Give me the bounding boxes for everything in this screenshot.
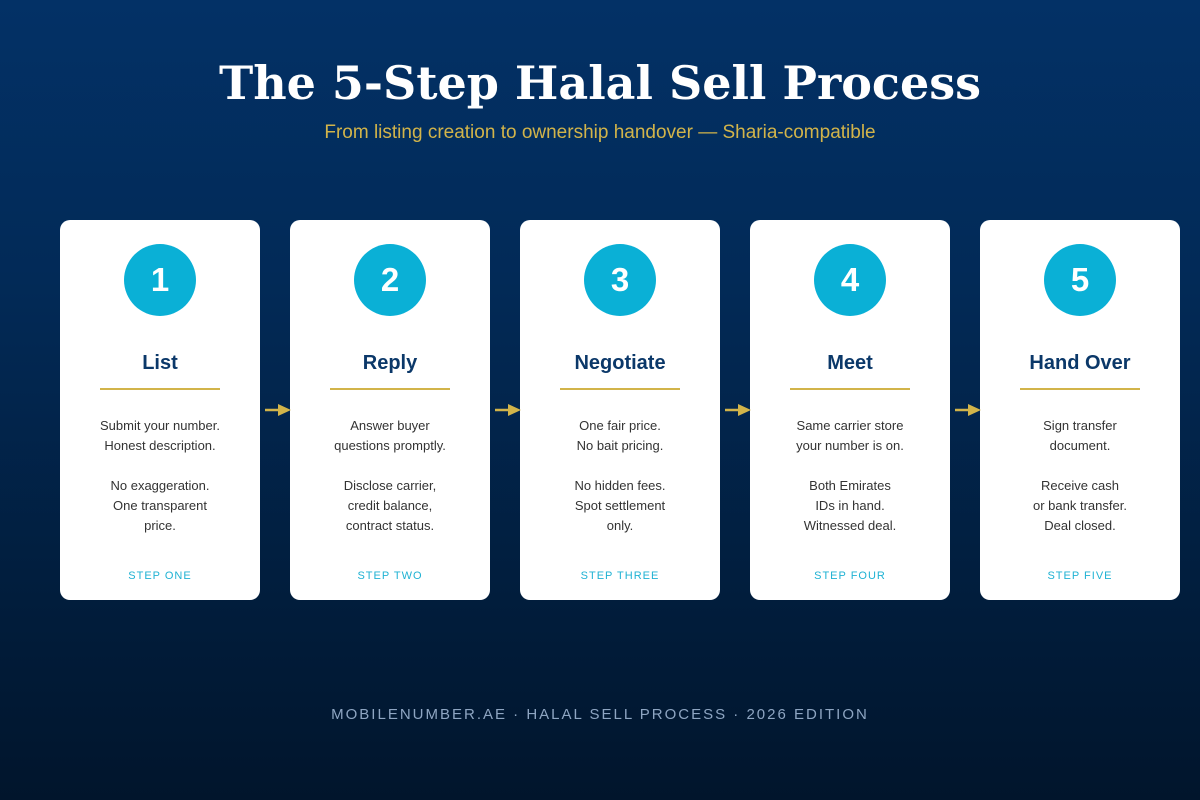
- step-description: Submit your number. Honest description. No…: [74, 416, 246, 536]
- title-divider: [100, 388, 220, 390]
- description-line: Spot settlement: [574, 498, 666, 513]
- step-number-badge: 5: [1044, 244, 1116, 316]
- step-number-badge: 3: [584, 244, 656, 316]
- step-label: STEP ONE: [128, 570, 192, 582]
- description-line: Receive cash: [1040, 478, 1120, 493]
- step-title: Hand Over: [1029, 352, 1131, 374]
- description-line: only.: [606, 518, 634, 533]
- description-line: Sign transfer: [1043, 418, 1117, 433]
- description-line: No bait pricing.: [576, 438, 664, 453]
- description-line: [534, 456, 706, 476]
- step-label: STEP FIVE: [1047, 570, 1113, 582]
- description-line: Honest description.: [104, 438, 216, 453]
- description-line: [74, 456, 246, 476]
- description-line: [764, 456, 936, 476]
- title-divider: [1020, 388, 1140, 390]
- description-line: document.: [1049, 438, 1111, 453]
- description-line: credit balance,: [347, 498, 433, 513]
- description-line: [994, 456, 1166, 476]
- arrow-right-icon: [495, 404, 521, 416]
- description-line: or bank transfer.: [1033, 498, 1127, 513]
- step-title: Meet: [827, 352, 873, 374]
- step-description: Same carrier store your number is on. Both…: [764, 416, 936, 536]
- description-line: Answer buyer: [350, 418, 430, 433]
- description-line: Same carrier store: [796, 418, 904, 433]
- title-divider: [790, 388, 910, 390]
- description-line: your number is on.: [796, 438, 904, 453]
- description-line: One transparent: [113, 498, 207, 513]
- arrow-right-icon: [265, 404, 291, 416]
- description-line: IDs in hand.: [815, 498, 885, 513]
- description-line: No hidden fees.: [574, 478, 666, 493]
- step-title: List: [142, 352, 178, 374]
- description-line: Witnessed deal.: [803, 518, 897, 533]
- description-line: Both Emirates: [809, 478, 891, 493]
- step-label: STEP TWO: [357, 570, 423, 582]
- step-number-badge: 4: [814, 244, 886, 316]
- page-title: The 5-Step Halal Sell Process: [218, 56, 982, 110]
- step-title: Negotiate: [574, 352, 666, 374]
- step-description: One fair price. No bait pricing. No hidden…: [534, 416, 706, 536]
- description-line: [304, 456, 476, 476]
- description-line: price.: [144, 518, 176, 533]
- step-description: Sign transfer document. Receive cash or ban…: [994, 416, 1166, 536]
- step-number-badge: 1: [124, 244, 196, 316]
- description-line: Submit your number.: [100, 418, 220, 433]
- page-subtitle: From listing creation to ownership hando…: [324, 122, 876, 143]
- arrow-right-icon: [725, 404, 751, 416]
- title-divider: [560, 388, 680, 390]
- step-label: STEP FOUR: [814, 570, 886, 582]
- arrow-right-icon: [955, 404, 981, 416]
- footer-credit: MOBILENUMBER.AE · HALAL SELL PROCESS · 2…: [331, 706, 869, 723]
- description-line: One fair price.: [579, 418, 661, 433]
- description-line: questions promptly.: [334, 438, 446, 453]
- description-line: No exaggeration.: [110, 478, 210, 493]
- description-line: Disclose carrier,: [343, 478, 437, 493]
- description-line: Deal closed.: [1044, 518, 1116, 533]
- step-description: Answer buyer questions promptly. Disclose …: [304, 416, 476, 536]
- step-label: STEP THREE: [580, 570, 660, 582]
- step-title: Reply: [362, 352, 418, 374]
- title-divider: [330, 388, 450, 390]
- step-number-badge: 2: [354, 244, 426, 316]
- description-line: contract status.: [345, 518, 435, 533]
